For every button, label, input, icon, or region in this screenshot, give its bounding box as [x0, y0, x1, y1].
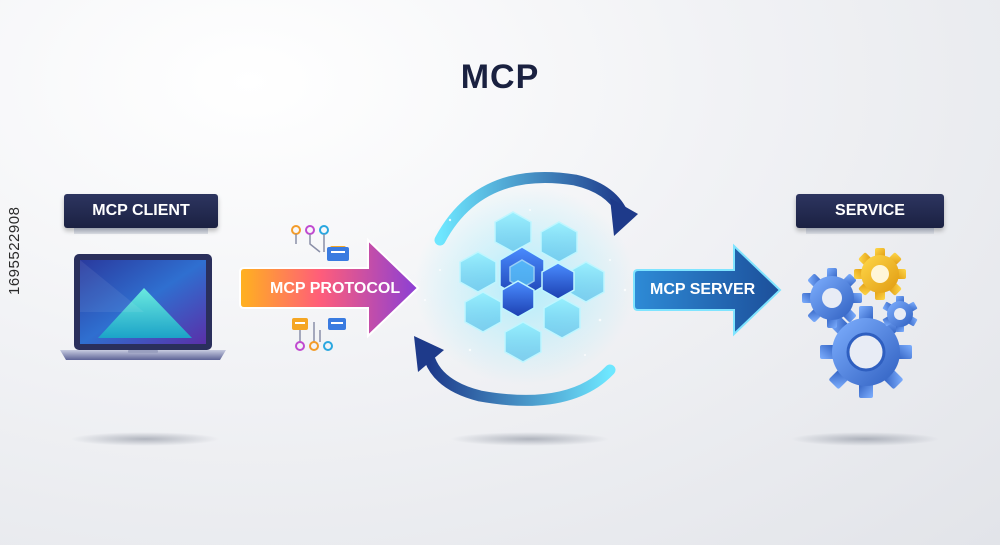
client-label: MCP CLIENT	[64, 194, 218, 234]
laptop-icon	[60, 254, 226, 360]
circuit-icon	[292, 318, 346, 351]
service-label: SERVICE	[796, 194, 944, 234]
stock-id: 1695522908	[6, 206, 23, 295]
protocol-label: MCP PROTOCOL	[270, 280, 401, 297]
hexagon-network-icon	[414, 172, 638, 406]
client-shadow	[70, 432, 220, 446]
server-label: MCP SERVER	[650, 281, 756, 298]
gears-icon	[802, 248, 918, 398]
diagram-title: MCP	[460, 58, 540, 96]
service-shadow	[790, 432, 940, 446]
card-icon	[327, 247, 349, 261]
center-shadow	[450, 432, 610, 446]
protocol-arrow	[239, 237, 420, 339]
server-arrow	[633, 243, 782, 337]
